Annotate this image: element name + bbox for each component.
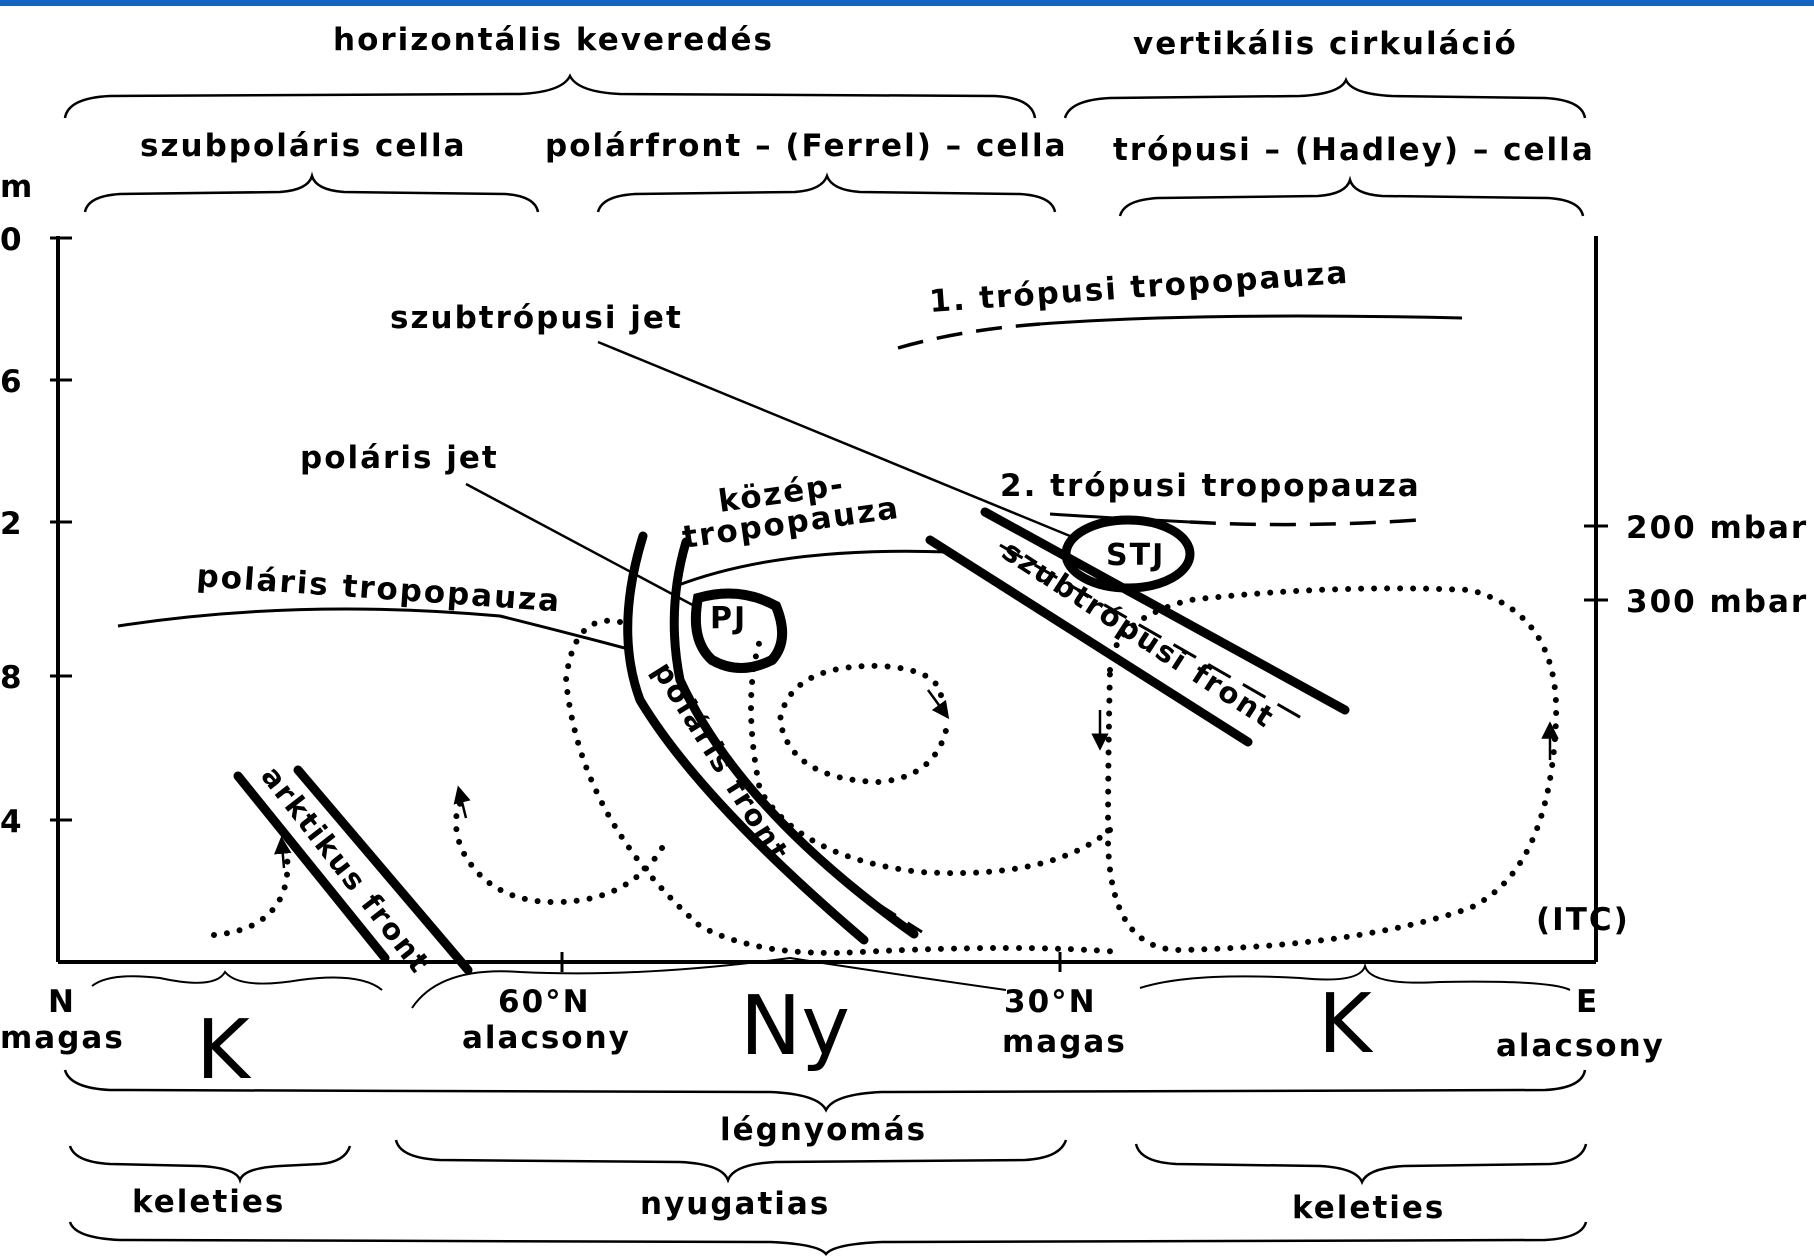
easterly-label-2: keleties (1292, 1190, 1445, 1226)
handwritten-k-east-1: K (196, 1003, 252, 1098)
tropical-tropopause-1-dashed (898, 324, 1040, 348)
pressure-label: légnyomás (720, 1112, 927, 1148)
x-label-30n: 30°N (1004, 984, 1097, 1020)
tropical-tropopause-2-dashed (1190, 520, 1418, 525)
polar-front: poláris front (628, 536, 922, 940)
mid-tropopause-line (676, 551, 948, 586)
arctic-front-label: arktikus front (254, 759, 437, 980)
polar-jet-label: poláris jet (300, 440, 499, 476)
westerly-label: nyugatias (640, 1186, 830, 1222)
y-tick-label: 2 (0, 506, 22, 542)
handwritten-k-east-2: K (1318, 977, 1374, 1072)
y-tick-label: 4 (0, 804, 22, 840)
x-label-equator: E (1576, 984, 1599, 1020)
itc-label: (ITC) (1536, 902, 1630, 938)
horizontal-mixing-label: horizontális keveredés (333, 22, 774, 58)
bottom-brace (70, 1222, 1586, 1254)
tropical-tropopause-2-label: 2. trópusi tropopauza (1000, 468, 1421, 504)
y-axis-unit: m (0, 169, 32, 205)
pj-marker: PJ (696, 594, 782, 669)
pressure-brace (65, 1070, 1585, 1110)
pressure-high-2: magas (1002, 1024, 1127, 1060)
arctic-front: arktikus front (238, 759, 468, 980)
horizontal-mixing-brace (65, 76, 1035, 118)
pressure-300-label: 300 mbar (1626, 584, 1808, 620)
x-label-north: N (48, 984, 76, 1020)
ferrel-small-loop (780, 666, 948, 782)
y-tick-label: 0 (0, 222, 22, 258)
pressure-200-label: 200 mbar (1626, 510, 1808, 546)
handwritten-ny-west: Ny (740, 979, 850, 1074)
ferrel-cell-brace (598, 176, 1055, 212)
pressure-high-1: magas (0, 1020, 125, 1056)
vertical-circulation-label: vertikális cirkuláció (1133, 26, 1518, 62)
x-label-60n: 60°N (498, 984, 591, 1020)
arctic-loop (214, 845, 288, 935)
hadley-cell-label: trópusi – (Hadley) – cella (1113, 132, 1595, 168)
subpolar-cell-label: szubpoláris cella (140, 128, 467, 164)
easterly-label-1: keleties (132, 1184, 285, 1220)
y-tick-label: 8 (0, 660, 22, 696)
easterly-brace-2 (1136, 1144, 1586, 1182)
stj-label: STJ (1106, 538, 1165, 573)
pj-label: PJ (710, 601, 747, 636)
subtropical-jet-label: szubtrópusi jet (390, 300, 683, 336)
vertical-circulation-brace (1065, 80, 1585, 118)
subpolar-loop (456, 800, 662, 902)
easterly-brace-1 (70, 1146, 350, 1180)
ferrel-descending-loop (751, 640, 1110, 873)
pressure-low-2: alacsony (1496, 1028, 1665, 1064)
y-tick-marks (50, 238, 72, 820)
y-tick-label: 6 (0, 364, 22, 400)
ferrel-cell-label: polárfront – (Ferrel) – cella (545, 128, 1068, 164)
polar-front-label: poláris front (646, 656, 796, 868)
tropical-tropopause-1-line (1040, 316, 1462, 324)
tropical-tropopause-1-label: 1. trópusi tropopauza (928, 255, 1350, 320)
pressure-low-1: alacsony (462, 1020, 631, 1056)
subpolar-cell-brace (85, 176, 538, 212)
hadley-cell-brace (1120, 180, 1583, 216)
ferrel-left-loop (566, 621, 1120, 953)
hand-brace-k1 (92, 972, 382, 990)
